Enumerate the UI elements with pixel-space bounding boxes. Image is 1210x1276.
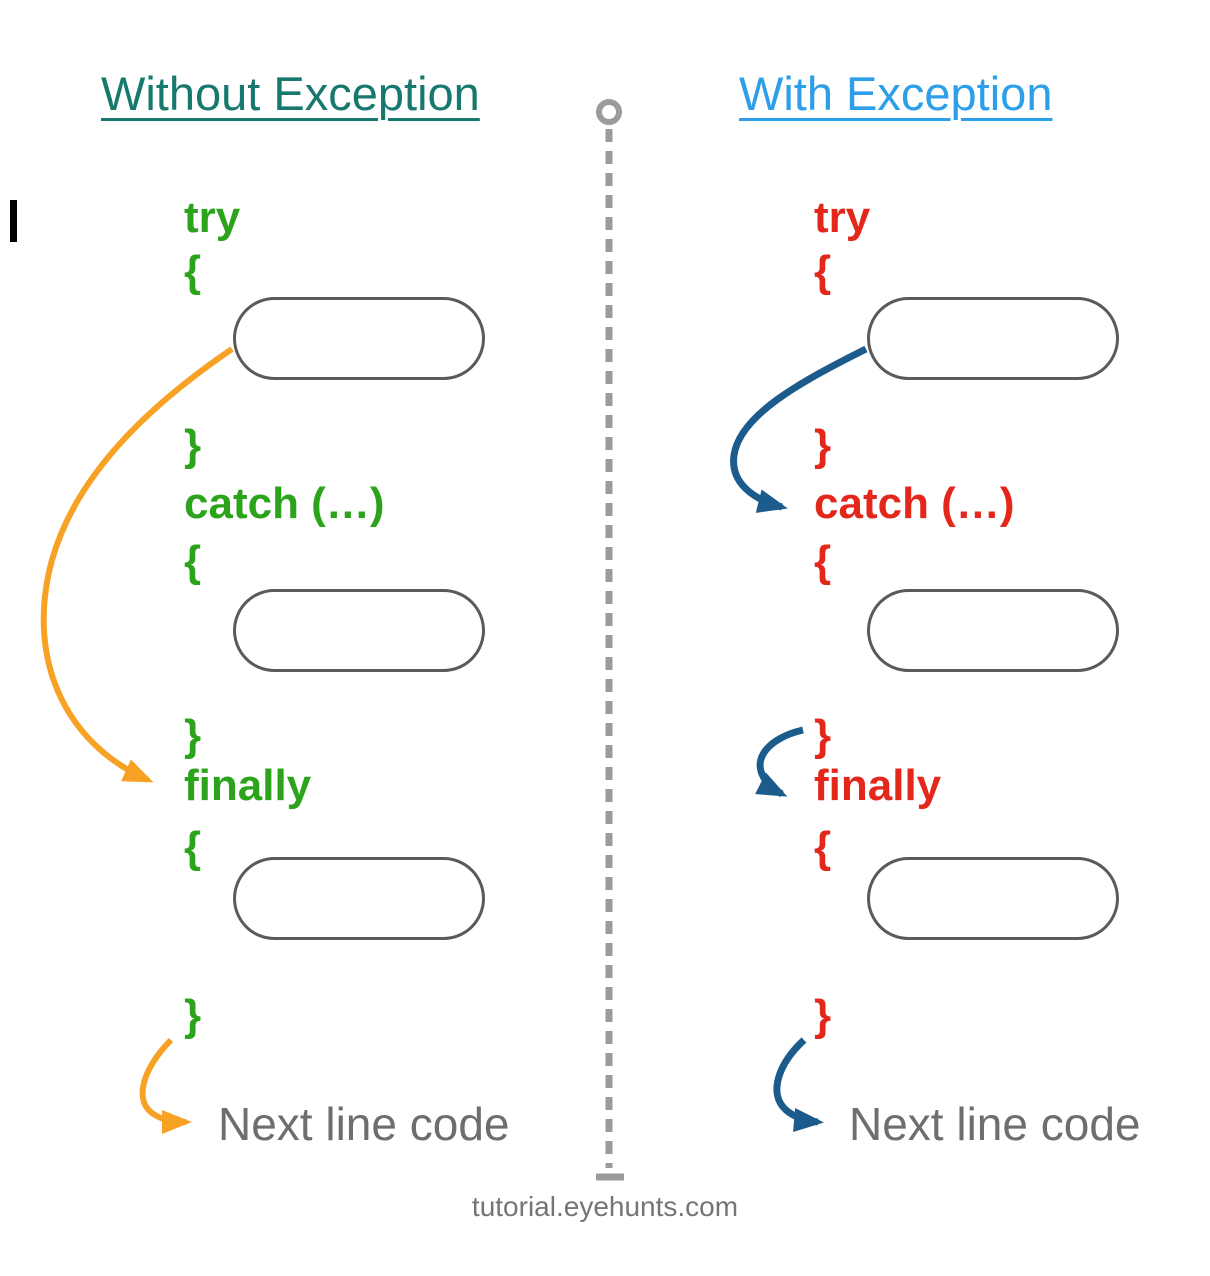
text-cursor-artifact [10,200,17,242]
open-brace-catch-left: { [184,537,202,586]
keyword-finally-left: finally [184,761,312,810]
code-box-finally-left [233,857,485,940]
open-brace-catch-right: { [814,537,832,586]
arrow-try-box-to-finally [40,346,234,783]
open-brace-try-right: { [814,247,832,296]
arrow-close-brace-to-finally [755,726,804,798]
close-brace-finally-right: } [814,991,832,1040]
code-box-finally-right [867,857,1119,940]
open-brace-finally-right: { [814,823,832,872]
open-brace-try-left: { [184,247,202,296]
keyword-catch-right: catch (…) [814,479,1015,528]
close-brace-try-right: } [814,421,832,470]
keyword-try-right: try [814,193,871,242]
close-brace-try-left: } [184,421,202,470]
keyword-try-left: try [184,193,241,242]
close-brace-catch-left: } [184,711,202,760]
code-box-try-right [867,297,1119,380]
keyword-catch-left: catch (…) [184,479,385,528]
code-box-try-left [233,297,485,380]
next-line-code-left: Next line code [218,1098,510,1150]
code-box-catch-right [867,589,1119,672]
keyword-finally-right: finally [814,761,942,810]
heading-with-exception: With Exception [739,67,1053,120]
close-brace-finally-left: } [184,991,202,1040]
arrow-close-brace-to-next-line-left [139,1037,192,1134]
site-watermark: tutorial.eyehunts.com [471,1191,739,1222]
divider-top-circle [596,99,622,125]
arrow-close-brace-to-next-line-right [773,1037,824,1132]
close-brace-catch-right: } [814,711,832,760]
code-box-catch-left [233,589,485,672]
heading-without-exception: Without Exception [101,67,480,120]
open-brace-finally-left: { [184,823,202,872]
next-line-code-right: Next line code [849,1098,1141,1150]
